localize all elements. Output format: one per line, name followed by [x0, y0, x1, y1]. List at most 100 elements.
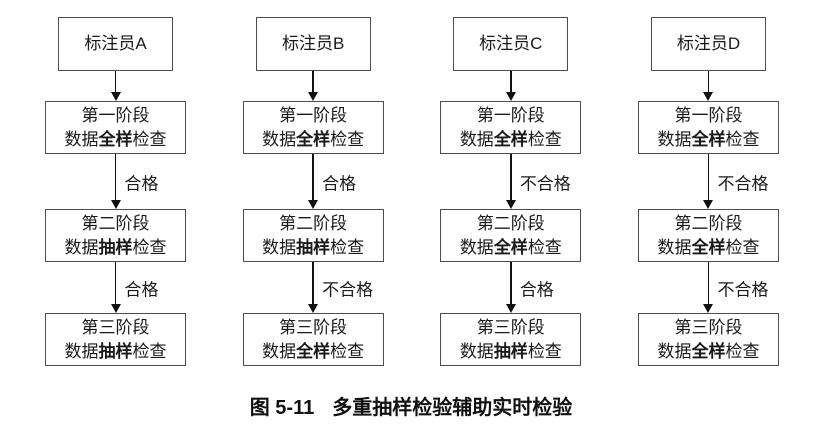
- stage-post: 检查: [132, 237, 167, 257]
- stage-post: 检查: [330, 237, 365, 257]
- stage-pre: 数据: [262, 129, 297, 149]
- stage-line1: 第二阶段: [279, 213, 348, 233]
- stage-pre: 数据: [459, 237, 494, 257]
- arrow-line: [510, 262, 512, 305]
- arrow-line: [707, 71, 710, 93]
- arrow-line: [114, 262, 117, 305]
- stage-box: 第二阶段 数据全样检查: [440, 209, 582, 262]
- stage-emphasis: 抽样: [98, 341, 133, 361]
- stage-box: 第一阶段 数据全样检查: [242, 101, 384, 154]
- arrow-head-icon: [308, 92, 319, 101]
- arrow-head-icon: [505, 200, 516, 209]
- annotator-label: 标注员C: [479, 34, 543, 53]
- stage-line2: 数据全样检查: [657, 128, 759, 152]
- stage-line2: 数据全样检查: [262, 128, 364, 152]
- stage-post: 检查: [725, 129, 760, 149]
- arrow-head-icon: [110, 92, 121, 101]
- stage-post: 检查: [527, 129, 562, 149]
- stage-post: 检查: [527, 237, 562, 257]
- stage-line2: 数据全样检查: [460, 236, 562, 260]
- arrow-line: [312, 262, 314, 305]
- stage-pre: 数据: [459, 129, 494, 149]
- annotator-box: 标注员C: [453, 17, 569, 71]
- flow-arrow: 不合格: [243, 262, 384, 313]
- stage-box: 第二阶段 数据全样检查: [637, 209, 779, 262]
- flow-arrow: 合格: [45, 262, 186, 313]
- stage-line2: 数据抽样检查: [460, 340, 562, 364]
- stage-line1: 第三阶段: [279, 317, 348, 337]
- flow-arrow: 合格: [243, 154, 384, 209]
- flow-arrow: 不合格: [638, 262, 779, 313]
- stage-line1: 第三阶段: [81, 317, 150, 337]
- flowchart: 标注员A 第一阶段 数据全样检查 合格 第二阶段 数据抽样检查: [45, 17, 779, 366]
- stage-box: 第一阶段 数据全样检查: [440, 101, 582, 154]
- stage-box: 第三阶段 数据全样检查: [637, 313, 779, 366]
- arrow-label: 合格: [124, 280, 159, 299]
- annotator-column-a: 标注员A 第一阶段 数据全样检查 合格 第二阶段 数据抽样检查: [45, 17, 186, 366]
- stage-pre: 数据: [64, 237, 99, 257]
- stage-box: 第一阶段 数据全样检查: [45, 101, 186, 154]
- annotator-label: 标注员A: [84, 34, 147, 53]
- arrow-head-icon: [308, 200, 319, 209]
- stage-line1: 第一阶段: [81, 105, 150, 125]
- arrow-label: 不合格: [519, 174, 571, 193]
- annotator-box: 标注员A: [58, 17, 173, 71]
- stage-pre: 数据: [657, 237, 692, 257]
- stage-line1: 第二阶段: [674, 213, 743, 233]
- arrow-label: 合格: [519, 280, 554, 299]
- stage-line1: 第三阶段: [674, 317, 743, 337]
- stage-post: 检查: [527, 341, 562, 361]
- stage-pre: 数据: [262, 237, 297, 257]
- arrow-line: [510, 154, 512, 201]
- stage-emphasis: 全样: [691, 237, 726, 257]
- figure-title: 多重抽样检验辅助实时检验: [332, 397, 573, 419]
- stage-line2: 数据抽样检查: [262, 236, 364, 260]
- annotator-box: 标注员D: [650, 17, 766, 71]
- figure-number: 图 5-11: [249, 397, 315, 419]
- stage-pre: 数据: [459, 341, 494, 361]
- stage-line2: 数据抽样检查: [65, 340, 167, 364]
- stage-emphasis: 全样: [493, 237, 528, 257]
- arrow-label: 不合格: [717, 280, 769, 299]
- flow-arrow: 不合格: [638, 154, 779, 209]
- arrow-label: 不合格: [322, 280, 374, 299]
- flow-arrow: [45, 71, 186, 101]
- stage-line1: 第一阶段: [279, 105, 348, 125]
- stage-emphasis: 抽样: [98, 237, 133, 257]
- stage-line2: 数据全样检查: [657, 340, 759, 364]
- stage-line2: 数据全样检查: [657, 236, 759, 260]
- stage-box: 第三阶段 数据抽样检查: [45, 313, 186, 366]
- stage-emphasis: 全样: [296, 129, 331, 149]
- stage-box: 第三阶段 数据抽样检查: [440, 313, 582, 366]
- flow-arrow: [638, 71, 779, 101]
- stage-post: 检查: [330, 341, 365, 361]
- stage-box: 第一阶段 数据全样检查: [637, 101, 779, 154]
- stage-line1: 第二阶段: [81, 213, 150, 233]
- stage-line1: 第二阶段: [476, 213, 545, 233]
- stage-emphasis: 全样: [691, 341, 726, 361]
- stage-emphasis: 全样: [98, 129, 133, 149]
- arrow-head-icon: [505, 304, 516, 313]
- arrow-label: 合格: [322, 174, 357, 193]
- stage-line1: 第一阶段: [674, 105, 743, 125]
- flow-arrow: 不合格: [440, 154, 581, 209]
- stage-line2: 数据抽样检查: [65, 236, 167, 260]
- annotator-box: 标注员B: [255, 17, 371, 71]
- stage-box: 第二阶段 数据抽样检查: [242, 209, 384, 262]
- stage-line2: 数据全样检查: [460, 128, 562, 152]
- flow-arrow: 合格: [45, 154, 186, 209]
- stage-emphasis: 全样: [296, 341, 331, 361]
- arrow-head-icon: [505, 92, 516, 101]
- stage-pre: 数据: [64, 341, 99, 361]
- annotator-column-b: 标注员B 第一阶段 数据全样检查 合格 第二阶段 数据抽样检查: [242, 17, 384, 366]
- annotator-label: 标注员D: [676, 34, 741, 53]
- arrow-line: [312, 71, 314, 93]
- arrow-line: [510, 71, 512, 93]
- figure-caption: 图 5-11 多重抽样检验辅助实时检验: [0, 391, 822, 420]
- stage-line1: 第一阶段: [476, 105, 545, 125]
- arrow-head-icon: [308, 304, 319, 313]
- stage-post: 检查: [132, 129, 167, 149]
- flow-arrow: [440, 71, 581, 101]
- stage-line2: 数据全样检查: [65, 128, 167, 152]
